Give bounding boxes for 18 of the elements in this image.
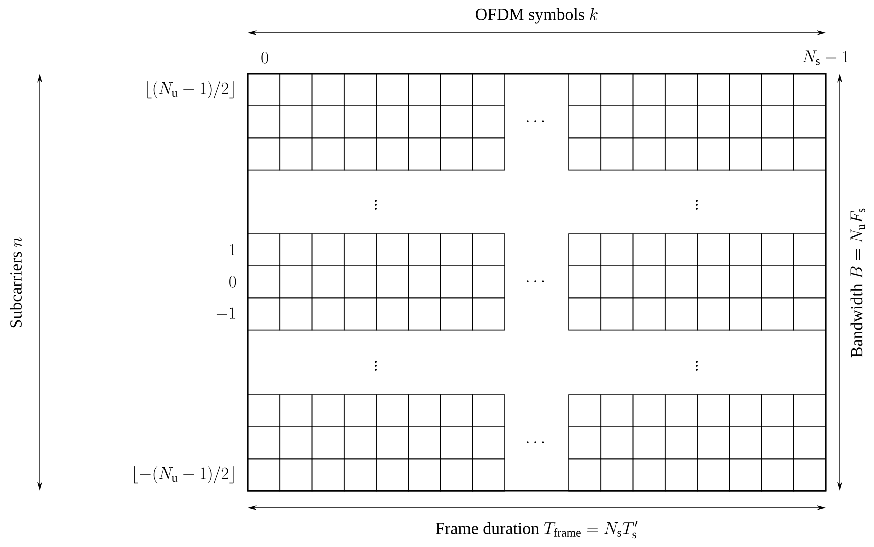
axis-label: $\text{Frame duration } T_\mathrm{frame} = N_\mathrm{s}T'_\mathrm{s}$: [436, 521, 638, 539]
axis-label: $\text{Subcarriers } n$: [10, 238, 22, 328]
tick-label: $0$: [230, 276, 236, 288]
axis-label: $\text{Bandwidth } B = N_\mathrm{u}F_\mathrm{s}$: [850, 208, 866, 358]
tick-label: $0$: [262, 52, 268, 64]
ellipsis: $\vdots$: [696, 200, 698, 210]
tick-label: $1$: [230, 244, 236, 256]
tick-label: $-1$: [216, 307, 236, 319]
ellipsis: $\vdots$: [375, 200, 378, 210]
axis-label: $\text{OFDM symbols } k$: [476, 8, 598, 24]
tick-label: $\lfloor (N_\mathrm{u}-1)/2 \rfloor$: [148, 81, 234, 99]
ellipsis: $\vdots$: [375, 361, 378, 371]
tick-label: $N_\mathrm{s}-1$: [803, 50, 849, 66]
ellipsis: $\cdots$: [527, 280, 544, 282]
ellipsis: $\vdots$: [696, 361, 698, 371]
tick-label: $\lfloor -(N_\mathrm{u}-1)/2 \rfloor$: [134, 466, 234, 484]
ellipsis: $\cdots$: [527, 120, 544, 122]
ellipsis: $\cdots$: [527, 442, 544, 444]
